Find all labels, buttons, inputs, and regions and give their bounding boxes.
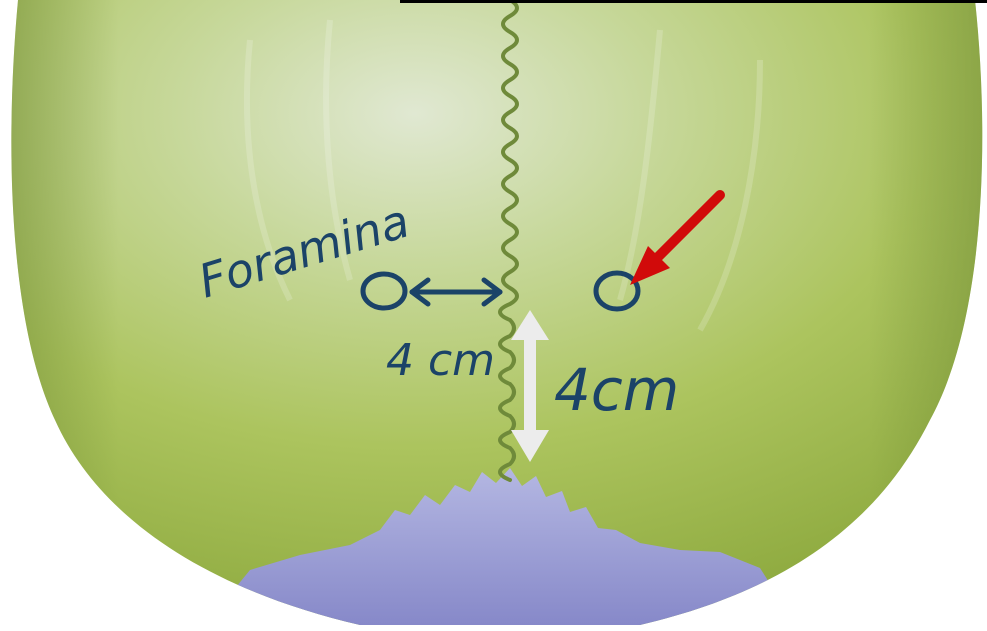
sagittal-suture	[498, 0, 519, 482]
occipital-bone	[200, 468, 800, 625]
horizontal-distance-label: 4 cm	[386, 335, 495, 386]
vertical-distance-label: 4cm	[554, 356, 679, 424]
red-arrow-icon	[630, 190, 725, 285]
right-foramen-circle	[593, 270, 641, 312]
double-arrow-horizontal-icon	[409, 277, 503, 307]
double-arrow-vertical-icon	[511, 310, 549, 462]
left-foramen-circle	[360, 271, 408, 311]
